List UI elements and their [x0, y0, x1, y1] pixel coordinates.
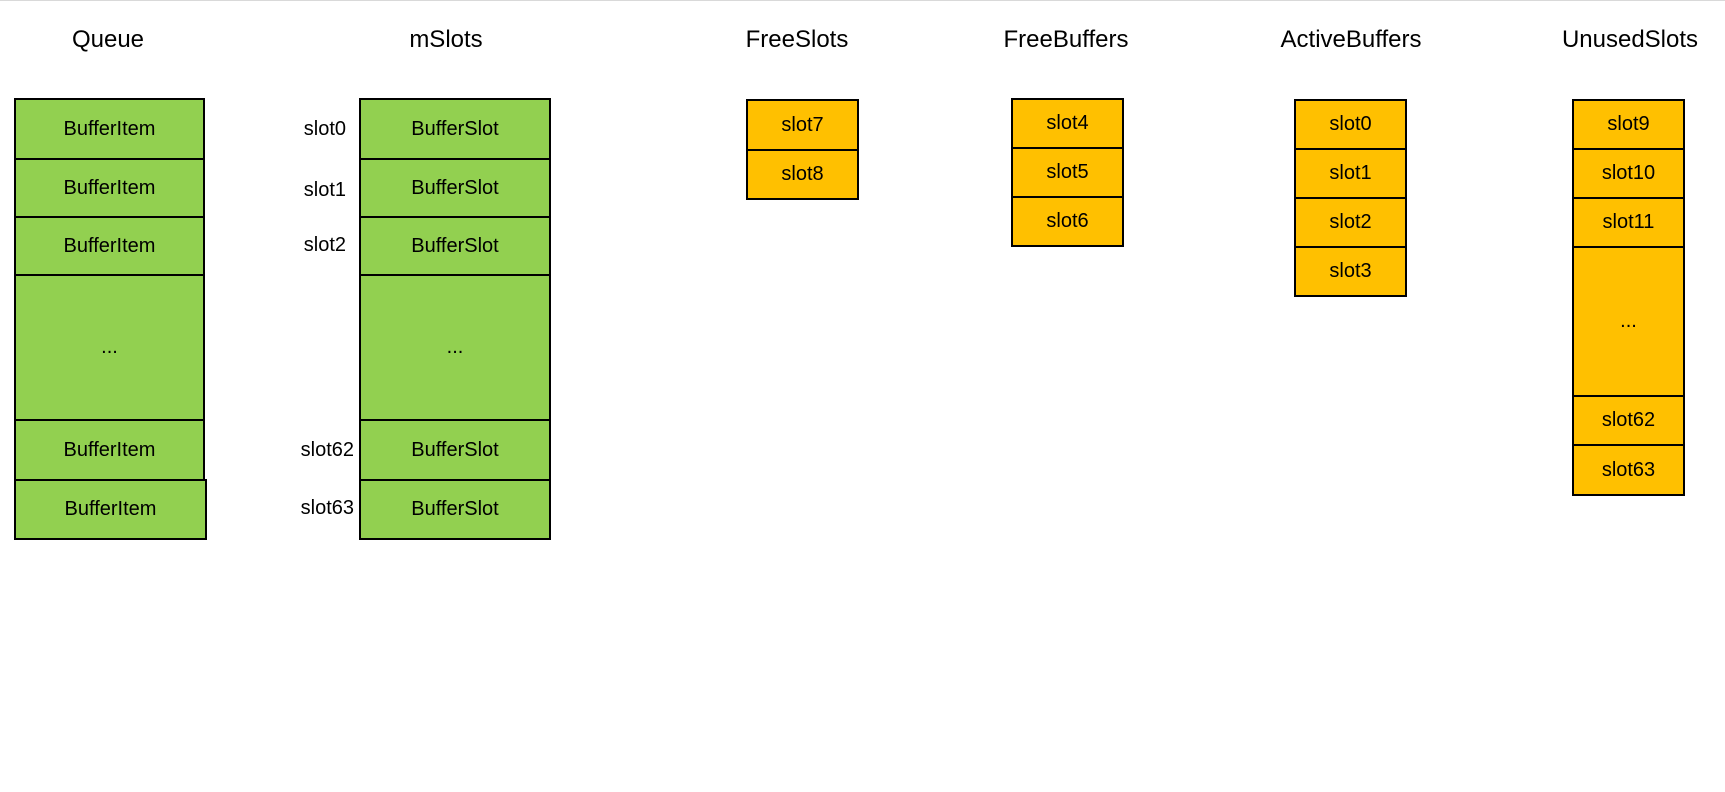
- mslots-title: mSlots: [409, 26, 483, 53]
- freebuffers-cell: slot6: [1011, 196, 1124, 247]
- activebuffers-title: ActiveBuffers: [1280, 26, 1422, 53]
- freeslots-cell: slot8: [746, 149, 859, 200]
- freeslots-title: FreeSlots: [745, 26, 849, 53]
- queue-cell: BufferItem: [14, 419, 205, 481]
- queue-cell: BufferItem: [14, 158, 205, 218]
- mslots-row-label: slot63: [300, 497, 354, 519]
- mslots-row-label: slot0: [303, 118, 346, 140]
- unusedslots-cell: slot9: [1572, 99, 1685, 150]
- queue-cell: BufferItem: [14, 479, 207, 540]
- mslots-row-label: slot1: [303, 179, 346, 201]
- unusedslots-cell: slot10: [1572, 148, 1685, 199]
- activebuffers-cell: slot2: [1294, 197, 1407, 248]
- queue-cell: BufferItem: [14, 216, 205, 276]
- freebuffers-title: FreeBuffers: [1003, 26, 1129, 53]
- mslots-cell: BufferSlot: [359, 216, 551, 276]
- freebuffers-cell: slot4: [1011, 98, 1124, 149]
- mslots-row-label: slot62: [300, 439, 354, 461]
- activebuffers-cell: slot3: [1294, 246, 1407, 297]
- freeslots-cell: slot7: [746, 99, 859, 151]
- mslots-cell: BufferSlot: [359, 419, 551, 481]
- mslots-cell: BufferSlot: [359, 479, 551, 540]
- unusedslots-cell-ellipsis: ...: [1572, 246, 1685, 397]
- unusedslots-cell: slot62: [1572, 395, 1685, 446]
- queue-title: Queue: [71, 26, 145, 53]
- mslots-cell: BufferSlot: [359, 98, 551, 160]
- unusedslots-cell: slot11: [1572, 197, 1685, 248]
- mslots-cell: BufferSlot: [359, 158, 551, 218]
- activebuffers-cell: slot0: [1294, 99, 1407, 150]
- freebuffers-cell: slot5: [1011, 147, 1124, 198]
- queue-cell-ellipsis: ...: [14, 274, 205, 421]
- unusedslots-cell: slot63: [1572, 444, 1685, 496]
- unusedslots-title: UnusedSlots: [1561, 26, 1699, 53]
- top-border: [0, 0, 1725, 1]
- mslots-row-label: slot2: [303, 234, 346, 256]
- queue-cell: BufferItem: [14, 98, 205, 160]
- activebuffers-cell: slot1: [1294, 148, 1407, 199]
- mslots-cell-ellipsis: ...: [359, 274, 551, 421]
